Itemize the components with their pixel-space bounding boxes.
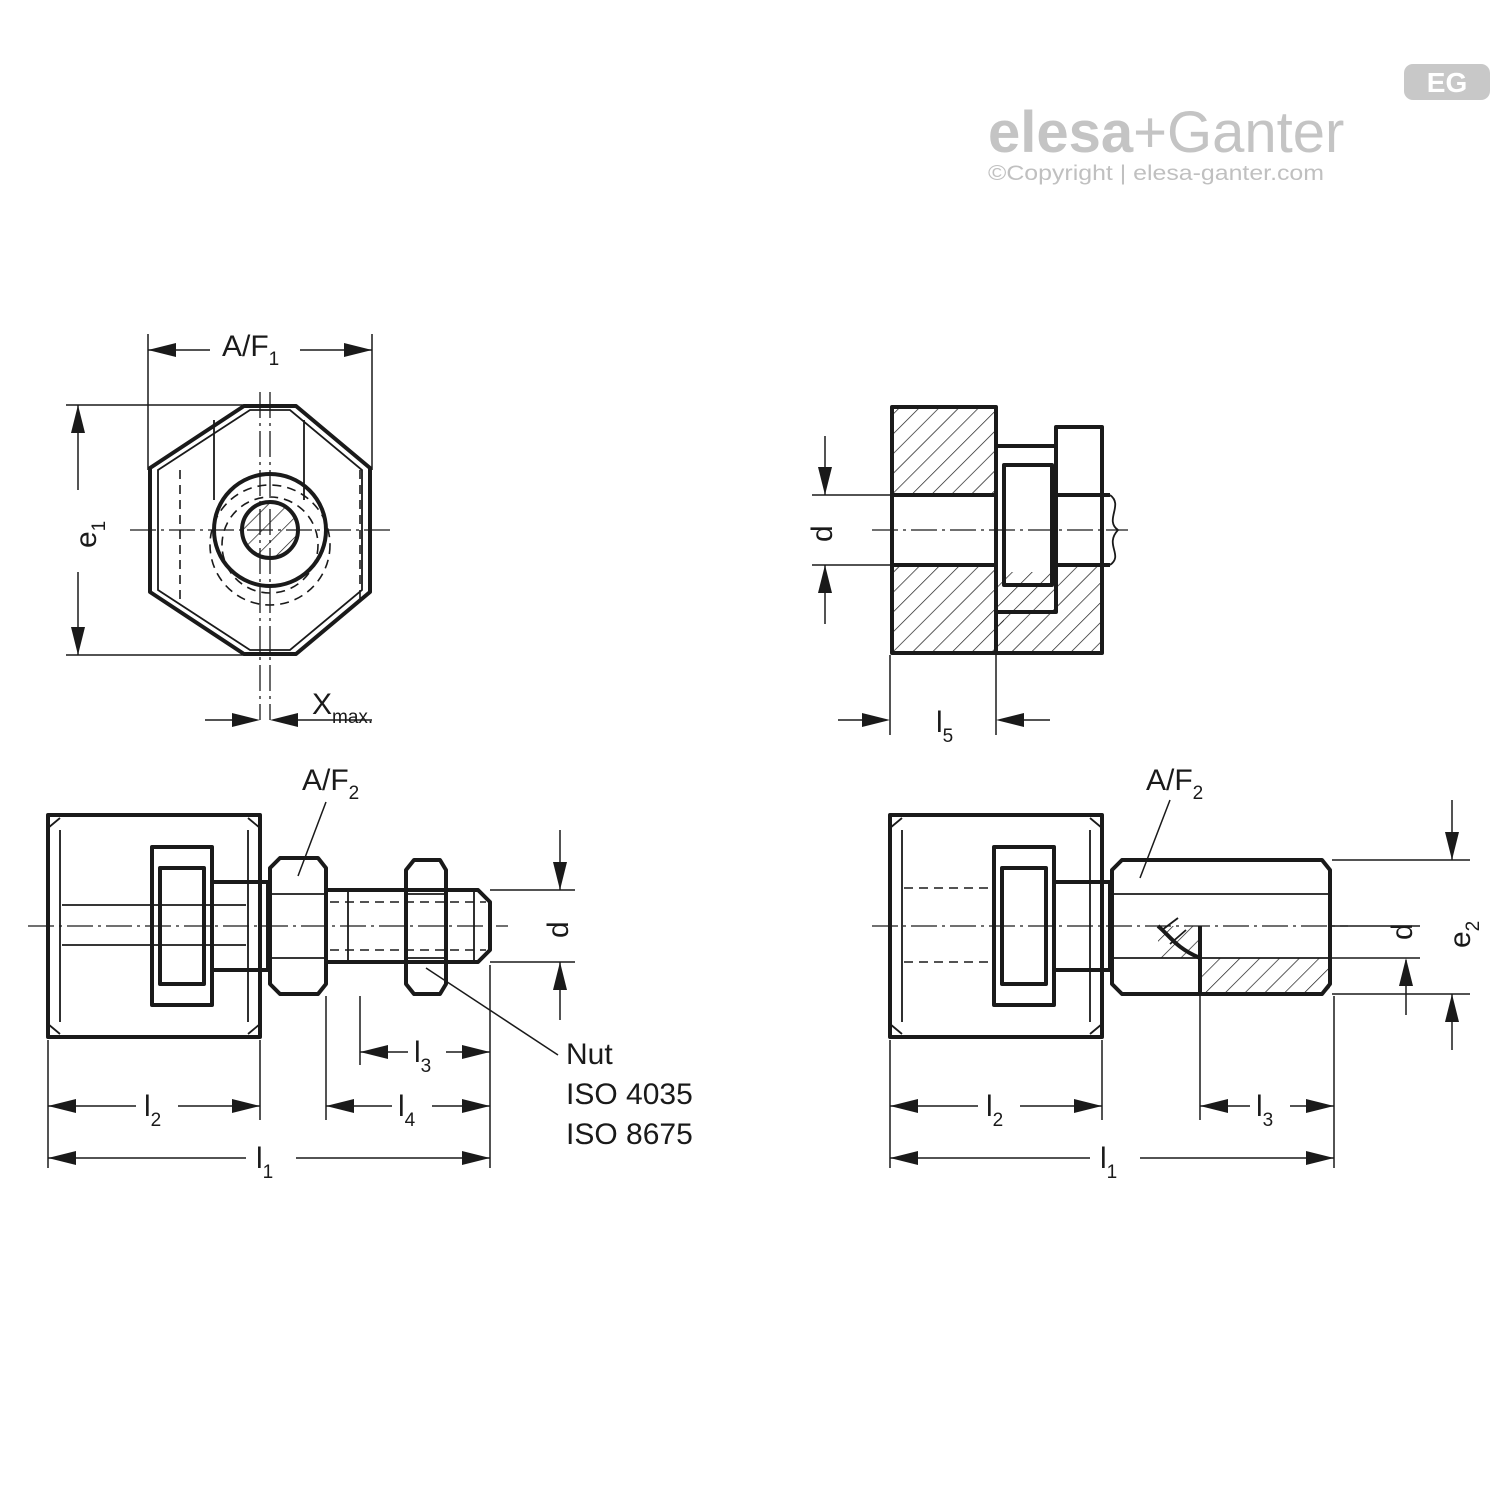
- dim-l2-right: l2: [986, 1090, 1003, 1131]
- logo-name-b: Ganter: [1167, 100, 1344, 165]
- copyright-text: ©Copyright | elesa-ganter.com: [988, 162, 1324, 185]
- dim-l3-left: l3: [414, 1036, 431, 1077]
- dim-af2-left: A/F2: [302, 764, 359, 804]
- section-view: d l5: [806, 405, 1128, 747]
- hidden-slot-lines: [179, 470, 361, 600]
- dim-e1: e1: [70, 521, 110, 548]
- dim-af2-right: A/F2: [1146, 764, 1203, 804]
- dim-d-section: d: [806, 525, 839, 542]
- dim-d-left: d: [542, 921, 575, 938]
- lock-nut: [404, 858, 448, 996]
- nut-label-2: ISO 4035: [566, 1078, 693, 1111]
- logo-plus: +: [1133, 100, 1167, 165]
- dim-l1-right: l1: [1100, 1142, 1117, 1183]
- logo-badge-text: EG: [1427, 67, 1467, 98]
- collar-nut: [268, 856, 328, 996]
- dim-d-right: d: [1386, 923, 1419, 940]
- dim-l3-right: l3: [1256, 1090, 1273, 1131]
- nut-label-3: ISO 8675: [566, 1118, 693, 1151]
- dim-l5: l5: [936, 706, 953, 747]
- side-view-female: A/F2 d e2 l2 l3: [872, 764, 1484, 1183]
- hex-end-view: A/F1 e1 Xmax.: [66, 330, 392, 728]
- section-bore: [892, 493, 1110, 567]
- dim-l1-left: l1: [256, 1142, 273, 1183]
- brand-logo: EG elesa+Ganter ©Copyright | elesa-gante…: [988, 64, 1490, 185]
- hex-outline: [148, 404, 372, 656]
- section-head: [994, 444, 1058, 614]
- dim-l4: l4: [398, 1090, 416, 1131]
- dim-af1: A/F1: [222, 330, 279, 370]
- nut-label-1: Nut: [566, 1038, 613, 1071]
- side-view-nut: A/F2 d Nut ISO 4035 ISO 8675 l3 l2: [28, 764, 693, 1183]
- dim-l2-left: l2: [144, 1090, 161, 1131]
- section-slider: [1002, 463, 1054, 587]
- hex-sleeve: [1110, 858, 1332, 996]
- dim-e2: e2: [1444, 921, 1484, 948]
- dim-xmax: Xmax.: [312, 688, 373, 728]
- hex-inner-edge: [157, 409, 363, 651]
- logo-badge: [1404, 64, 1490, 100]
- logo-name-a: elesa: [988, 100, 1134, 165]
- logo-wordmark: elesa+Ganter: [988, 100, 1344, 165]
